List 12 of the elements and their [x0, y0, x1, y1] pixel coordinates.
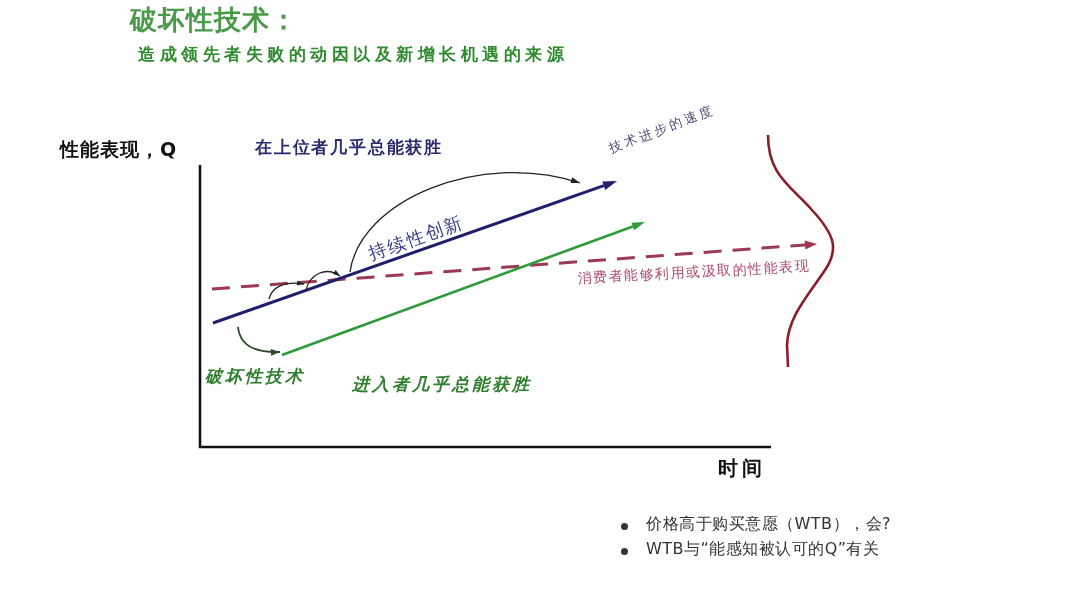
- subtitle: 造成领先者失败的动因以及新增长机遇的来源: [138, 46, 568, 63]
- chart-annotation: 在上位者几乎总能获胜: [255, 139, 443, 156]
- chart-annotation: 破坏性技术: [205, 368, 305, 385]
- axis-label: 性能表现，Q: [60, 140, 178, 159]
- bullet-text: WTB与“能感知被认可的Q”有关: [646, 541, 880, 557]
- line-label: 消费者能够利用或汲取的性能表现: [577, 258, 811, 285]
- line-label: 技术进步的速度: [607, 102, 717, 155]
- axis-label: 时间: [718, 458, 766, 478]
- chart-annotation: 进入者几乎总能获胜: [352, 376, 532, 393]
- title: 破坏性技术：: [130, 6, 298, 33]
- line-label: 持续性创新: [366, 212, 467, 263]
- bullet-text: 价格高于购买意愿（WTB），会?: [646, 516, 892, 532]
